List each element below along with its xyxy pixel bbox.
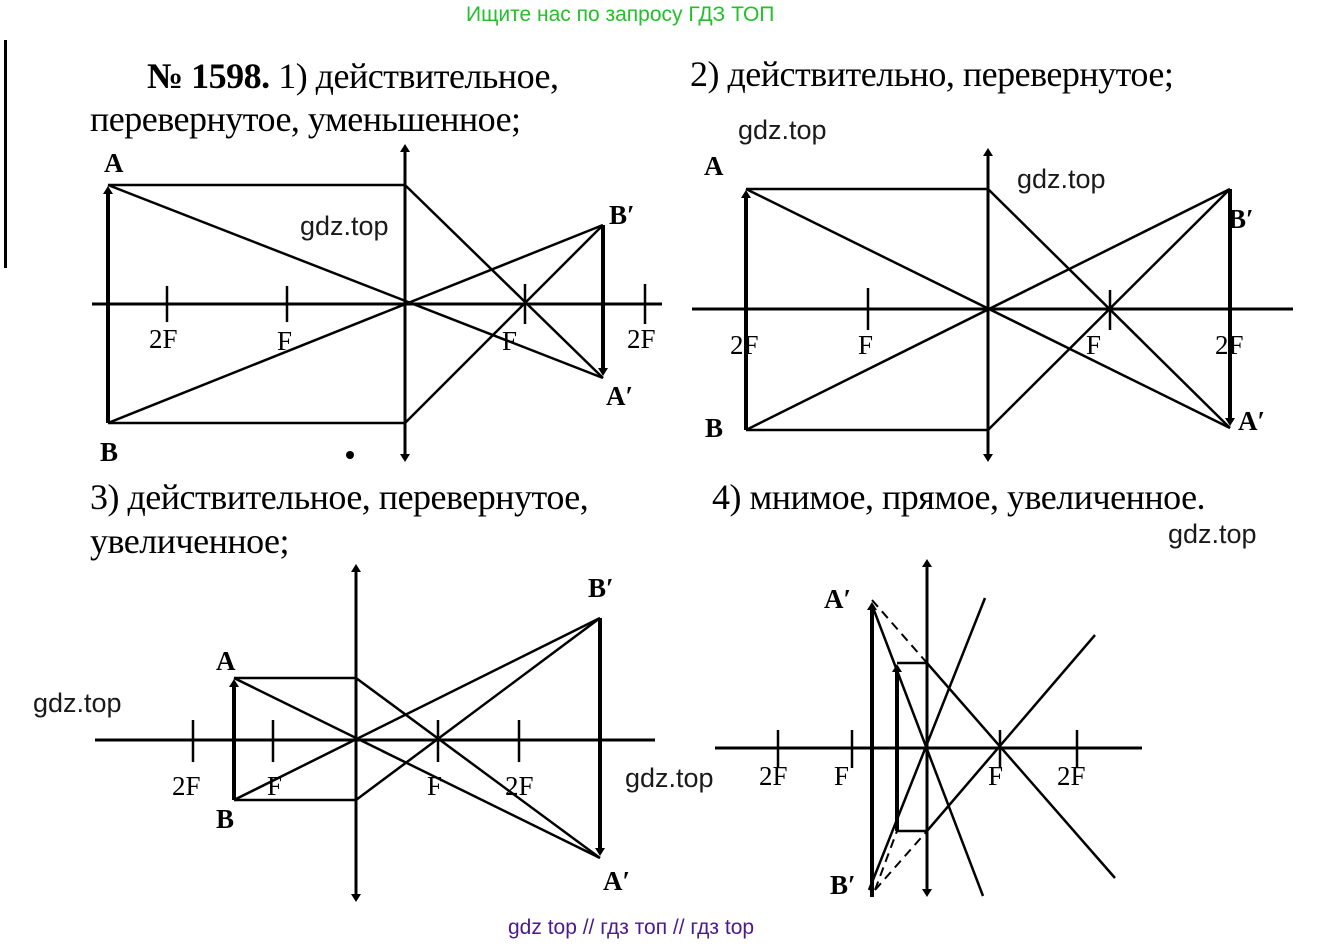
tick-label: 2F — [1057, 761, 1086, 791]
footer-links[interactable]: gdz top // гдз топ // гдз top — [508, 916, 755, 939]
label-B-prime: B′ — [588, 573, 614, 603]
label-A-prime: A′ — [603, 866, 630, 896]
virtual-ray-dashed — [871, 599, 928, 664]
label-A-prime: A′ — [824, 584, 851, 614]
watermark: gdz.top — [33, 688, 122, 718]
tick-label: 2F — [505, 771, 534, 801]
watermark: gdz.top — [625, 763, 714, 793]
part2-heading: 2) действительно, перевернутое; — [690, 54, 1174, 94]
label-A-prime: A′ — [606, 381, 633, 411]
tick-label: F — [267, 771, 282, 801]
label-A-prime: A′ — [1238, 406, 1265, 436]
watermark: gdz.top — [1017, 164, 1106, 194]
search-banner[interactable]: Ищите нас по запросу ГДЗ ТОП — [466, 3, 775, 26]
tick-label: 2F — [172, 771, 201, 801]
label-A: A — [704, 151, 724, 181]
tick-label: F — [858, 330, 873, 360]
label-A: A — [104, 148, 124, 178]
tick-label: F — [1086, 330, 1101, 360]
part3-line2: увеличенное; — [90, 521, 290, 561]
part1-heading: № 1598. 1) действительное, — [147, 55, 559, 97]
part1-line2: перевернутое, уменьшенное; — [90, 99, 521, 139]
ray-through-center — [870, 604, 985, 897]
ray-through-center — [867, 597, 987, 891]
tick-label: F — [502, 326, 517, 356]
tick-label: F — [427, 771, 442, 801]
tick-label: F — [834, 761, 849, 791]
label-A: A — [216, 646, 236, 676]
label-B: B — [100, 437, 118, 467]
diagram-3-converging-lens — [95, 564, 655, 902]
virtual-ray-dashed — [874, 830, 898, 891]
watermark: gdz.top — [1168, 519, 1257, 549]
part4-heading: 4) мнимое, прямое, увеличенное. — [712, 477, 1206, 517]
diagram-1-converging-lens — [92, 144, 662, 462]
part3-heading: 3) действительное, перевернутое, — [90, 477, 589, 517]
virtual-ray-dashed — [874, 830, 928, 891]
label-B-prime: B′ — [1228, 204, 1254, 234]
tick-label: 2F — [730, 330, 759, 360]
tick-label: 2F — [1215, 330, 1244, 360]
diagram-2-converging-lens — [692, 148, 1293, 462]
part1-line1: 1) действительное, — [278, 56, 559, 96]
label-B-prime: B′ — [609, 200, 635, 230]
problem-number: № 1598. — [147, 56, 270, 96]
watermark: gdz.top — [738, 115, 827, 145]
page-margin-bar — [4, 40, 7, 268]
diagram-4-converging-lens — [715, 559, 1142, 897]
label-B-prime: B′ — [830, 870, 856, 900]
label-B: B — [705, 413, 723, 443]
tick-label: 2F — [759, 761, 788, 791]
tick-label: 2F — [627, 324, 656, 354]
label-B: B — [216, 804, 234, 834]
watermark: gdz.top — [300, 211, 389, 241]
tick-label: F — [988, 761, 1003, 791]
tick-label: 2F — [149, 324, 178, 354]
tick-label: F — [277, 326, 292, 356]
